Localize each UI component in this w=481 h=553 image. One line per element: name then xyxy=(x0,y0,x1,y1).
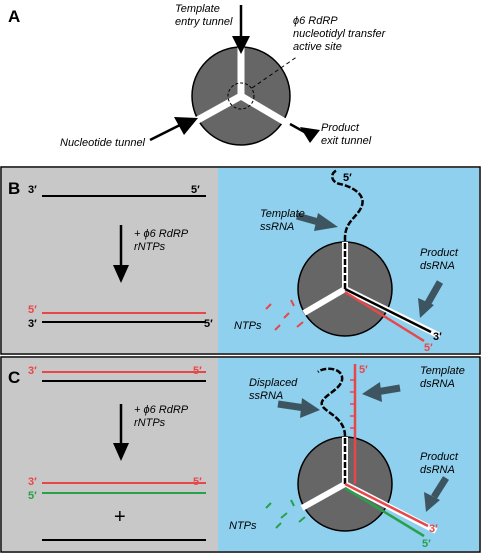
b-template-arrowhead xyxy=(314,213,338,231)
panel-a: A Template entry tunnel ϕ6 RdRP nucleoti… xyxy=(8,3,387,149)
b-product-3prime: 3′ xyxy=(433,331,442,343)
product-exit-label-1: Product xyxy=(321,122,360,134)
c-product-red xyxy=(344,482,429,528)
panel-c-gray xyxy=(2,358,218,551)
b-ntps-label: NTPs xyxy=(234,320,262,332)
b-new-5prime-right: 5′ xyxy=(204,318,213,330)
b-top-5prime: 5′ xyxy=(191,184,200,196)
b-ntp-marks xyxy=(265,299,304,331)
c-template-arrowhead xyxy=(362,382,382,402)
panel-c-label: C xyxy=(8,368,20,387)
c-template-dsrna-label-1: Template xyxy=(420,365,465,377)
c-red-3prime: 3′ xyxy=(28,476,37,488)
exit-arrowhead xyxy=(300,127,320,143)
b-top-3prime: 3′ xyxy=(28,184,37,196)
b-product-red xyxy=(344,290,425,343)
panel-c: C 3′ 5′ + ϕ6 RdRP rNTPs 3′ 5′ 5′ + 5′ xyxy=(0,356,481,553)
active-site-label-3: active site xyxy=(293,41,342,53)
c-product-arrowhead xyxy=(424,492,440,512)
exit-tunnel-channel xyxy=(239,92,287,126)
b-product-dsrna-label-1: Product xyxy=(420,247,459,259)
b-ntp-channel xyxy=(302,286,347,316)
panel-b: B 3′ 5′ + ϕ6 RdRP rNTPs 5′ 3′ 5′ 5′ 3′ 5… xyxy=(0,166,481,355)
c-top-5prime: 5′ xyxy=(193,365,202,377)
template-entry-arrowhead xyxy=(232,36,250,54)
c-template-5prime: 5′ xyxy=(359,364,368,376)
c-top-3prime: 3′ xyxy=(28,365,37,377)
c-ntp-channel xyxy=(300,481,347,511)
active-site-leader xyxy=(251,55,299,89)
c-product-5prime: 5′ xyxy=(422,538,431,550)
template-entry-label-2: entry tunnel xyxy=(175,16,233,28)
c-displaced-arrowhead xyxy=(300,398,320,418)
b-reaction-1: + ϕ6 RdRP xyxy=(134,228,189,240)
b-template-5prime: 5′ xyxy=(343,172,352,184)
b-template-3prime: 3′ xyxy=(28,318,37,330)
c-plus: + xyxy=(114,506,126,528)
b-reaction-arrowhead xyxy=(113,265,129,283)
panel-a-label: A xyxy=(8,7,20,26)
template-entry-label-1: Template xyxy=(175,3,220,15)
c-red-5prime: 5′ xyxy=(193,476,202,488)
active-site-label-2: nucleotidyl transfer xyxy=(293,28,387,40)
b-template-ssrna-label-1: Template xyxy=(260,208,305,220)
product-exit-label-2: exit tunnel xyxy=(321,135,372,147)
c-ntp-marks xyxy=(265,499,306,529)
c-product-dsrna-label-2: dsRNA xyxy=(420,464,455,476)
b-product-5prime: 5′ xyxy=(424,342,433,354)
c-reaction-2: rNTPs xyxy=(134,417,166,429)
active-site-label-1: ϕ6 RdRP xyxy=(293,15,338,27)
b-product-arrowhead xyxy=(418,298,434,318)
active-site-circle xyxy=(227,82,255,110)
b-product-arrow xyxy=(424,280,444,305)
c-reaction-arrowhead xyxy=(113,443,129,461)
c-displaced-label-1: Displaced xyxy=(249,377,298,389)
b-template-ssrna xyxy=(331,168,364,289)
nucleotide-arrow xyxy=(149,123,181,142)
c-displaced-arrow xyxy=(277,400,306,412)
c-green-5prime: 5′ xyxy=(28,490,37,502)
c-ntps-label: NTPs xyxy=(229,520,257,532)
panel-b-label: B xyxy=(8,179,20,198)
nucleotide-tunnel-channel xyxy=(192,92,243,126)
c-reaction-1: + ϕ6 RdRP xyxy=(134,404,189,416)
b-product-dsrna-label-2: dsRNA xyxy=(420,260,455,272)
nucleotide-tunnel-label: Nucleotide tunnel xyxy=(60,137,146,149)
c-product-dsrna-label-1: Product xyxy=(420,451,459,463)
panel-b-frame xyxy=(0,166,481,355)
b-reaction-2: rNTPs xyxy=(134,241,166,253)
c-template-dsrna-label-2: dsRNA xyxy=(420,378,455,390)
b-template-ssrna-label-2: ssRNA xyxy=(260,221,294,233)
c-product-3prime: 3′ xyxy=(429,523,438,535)
c-product-arrow xyxy=(431,476,449,499)
c-displaced-label-2: ssRNA xyxy=(249,390,283,402)
c-template-ticks xyxy=(350,379,355,429)
nucleotide-arrowhead xyxy=(174,117,198,135)
b-product-black xyxy=(344,287,432,334)
b-new-5prime-left: 5′ xyxy=(28,304,37,316)
c-displaced-ssrna xyxy=(317,367,347,484)
panel-c-frame xyxy=(0,356,481,553)
c-product-green xyxy=(344,486,425,538)
